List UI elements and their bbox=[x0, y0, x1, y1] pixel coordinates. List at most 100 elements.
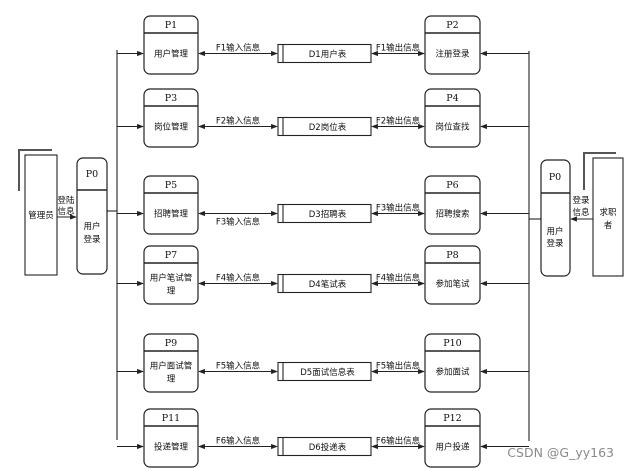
process-id: P1 bbox=[165, 20, 177, 31]
data-store: D3招聘表 bbox=[277, 203, 372, 224]
data-store-box bbox=[277, 116, 372, 137]
process-id: P2 bbox=[446, 20, 458, 31]
process-p3: P3 岗位管理 bbox=[143, 88, 199, 148]
flow-input-label: F3输入信息 bbox=[216, 217, 261, 228]
process-label: 岗位查找 bbox=[435, 122, 470, 133]
flow-input-label: F2输入信息 bbox=[216, 116, 261, 127]
process-label: 用户笔试管 bbox=[150, 273, 193, 284]
process-rows: D1用户表 F1输入信息 F1输出信息 P1 用户管理 P2 注册登录 D2岗位表 F2输入信息… bbox=[117, 15, 529, 468]
flow-input-label: F6输入信息 bbox=[216, 436, 261, 447]
entity-admin: 管理员 bbox=[18, 149, 58, 276]
process-id: P0 bbox=[86, 169, 98, 180]
entity-job-seeker: 求职 者 bbox=[583, 152, 624, 277]
data-store: D4笔试表 bbox=[277, 273, 372, 294]
entity-seeker-label-2: 者 bbox=[604, 221, 613, 231]
process-label: 招聘管理 bbox=[154, 209, 189, 220]
process-row: D1用户表 F1输入信息 F1输出信息 bbox=[117, 43, 529, 64]
data-store-box bbox=[277, 436, 372, 457]
data-store: D1用户表 bbox=[277, 43, 372, 64]
flow-output-label: F1输出信息 bbox=[376, 43, 421, 54]
process-label-line1: 用户 bbox=[83, 221, 100, 232]
flow-output-label: F5输出信息 bbox=[376, 361, 421, 372]
process-box bbox=[424, 15, 481, 75]
watermark: CSDN @G_yy163 bbox=[507, 445, 614, 460]
process-box bbox=[424, 333, 481, 393]
flow-output-label: F6输出信息 bbox=[376, 436, 421, 447]
entity-box bbox=[24, 154, 58, 276]
flow-seeker-login-label-2: 信息 bbox=[572, 207, 590, 218]
process-box bbox=[424, 245, 481, 305]
entity-shadow bbox=[18, 149, 52, 191]
process-label: 注册登录 bbox=[435, 49, 470, 60]
process-label: 理 bbox=[167, 375, 176, 385]
data-store: D6投递表 bbox=[277, 436, 372, 457]
data-store-label: D5面试信息表 bbox=[300, 367, 355, 378]
process-label: 用户投递 bbox=[435, 442, 470, 453]
data-store-label: D4笔试表 bbox=[309, 279, 347, 290]
process-box bbox=[143, 175, 199, 235]
process-label: 用户管理 bbox=[154, 49, 189, 60]
flow-input-label: F1输入信息 bbox=[216, 43, 261, 54]
process-row: D6投递表 F6输入信息 F6输出信息 bbox=[117, 436, 529, 457]
process-label: 参加笔试 bbox=[435, 279, 470, 290]
process-id: P8 bbox=[446, 250, 458, 261]
process-label: 参加面试 bbox=[435, 367, 470, 378]
entity-box bbox=[592, 157, 624, 277]
process-login-right: P0 用户 登录 bbox=[540, 159, 571, 277]
flow-output-label: F4输出信息 bbox=[376, 273, 421, 284]
process-p1: P1 用户管理 bbox=[143, 15, 199, 75]
data-store-box bbox=[277, 43, 372, 64]
process-id: P7 bbox=[165, 250, 177, 261]
process-id: P10 bbox=[443, 338, 461, 349]
process-box bbox=[143, 408, 199, 468]
flow-input-label: F4输入信息 bbox=[216, 273, 261, 284]
process-row: D5面试信息表 F5输入信息 F5输出信息 bbox=[117, 361, 529, 382]
process-box bbox=[424, 175, 481, 235]
process-id: P5 bbox=[165, 180, 177, 191]
process-p10: P10 参加面试 bbox=[424, 333, 481, 393]
flow-input-label: F5输入信息 bbox=[216, 361, 261, 372]
flow-output-label: F2输出信息 bbox=[376, 116, 421, 127]
process-label: 招聘搜索 bbox=[435, 209, 469, 220]
process-p4: P4 岗位查找 bbox=[424, 88, 481, 148]
process-box bbox=[540, 159, 571, 277]
process-label: 理 bbox=[167, 287, 176, 297]
flow-admin-login-label-1: 登陆 bbox=[57, 195, 75, 206]
process-row: D4笔试表 F4输入信息 F4输出信息 bbox=[117, 273, 529, 294]
data-store-box bbox=[277, 361, 372, 382]
flow-admin-login-label-2: 信息 bbox=[57, 206, 75, 217]
process-box bbox=[424, 408, 481, 468]
process-box bbox=[143, 245, 199, 305]
process-p6: P6 招聘搜索 bbox=[424, 175, 481, 235]
process-box bbox=[143, 333, 199, 393]
process-label-line2: 登录 bbox=[546, 238, 564, 249]
entity-seeker-label-1: 求职 bbox=[599, 207, 617, 218]
data-store-box bbox=[277, 203, 372, 224]
flow-seeker-login-label-1: 登录 bbox=[572, 195, 590, 206]
process-label-line1: 用户 bbox=[546, 226, 563, 237]
process-label: 投递管理 bbox=[154, 442, 189, 453]
process-id: P4 bbox=[446, 93, 458, 104]
process-row: D2岗位表 F2输入信息 F2输出信息 bbox=[117, 116, 529, 137]
process-login-left: P0 用户 登录 bbox=[76, 157, 108, 275]
flow-output-label: F3输出信息 bbox=[376, 203, 421, 214]
process-id: P3 bbox=[165, 93, 177, 104]
process-label: 岗位管理 bbox=[154, 122, 189, 133]
process-id: P0 bbox=[549, 172, 561, 183]
process-p2: P2 注册登录 bbox=[424, 15, 481, 75]
data-store: D5面试信息表 bbox=[277, 361, 372, 382]
data-store-label: D3招聘表 bbox=[309, 209, 347, 220]
process-box bbox=[143, 15, 199, 75]
process-box bbox=[424, 88, 481, 148]
process-id: P6 bbox=[446, 180, 458, 191]
process-id: P12 bbox=[443, 413, 461, 424]
process-p8: P8 参加笔试 bbox=[424, 245, 481, 305]
process-box bbox=[143, 88, 199, 148]
process-id: P9 bbox=[165, 338, 177, 349]
data-store-box bbox=[277, 273, 372, 294]
data-store-label: D1用户表 bbox=[309, 49, 347, 60]
data-store-label: D2岗位表 bbox=[309, 122, 347, 133]
